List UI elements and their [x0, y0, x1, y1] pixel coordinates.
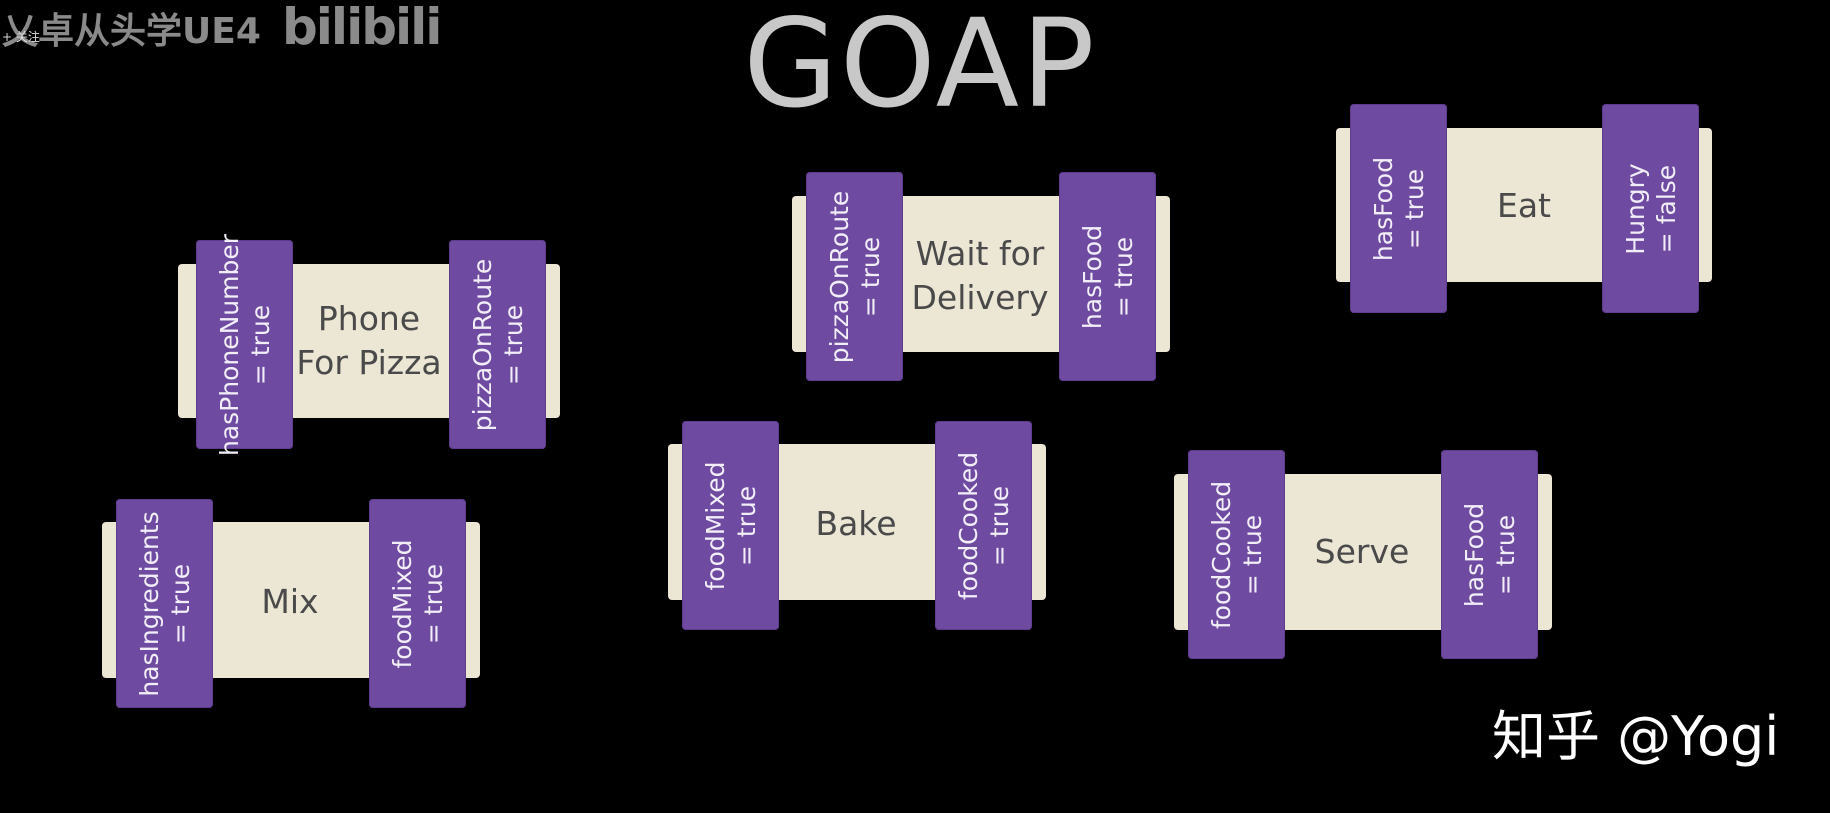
effect-text: foodCooked = true [953, 451, 1014, 600]
precondition-tag: pizzaOnRoute = true [806, 172, 903, 381]
effect-text: hasFood = true [1459, 502, 1520, 607]
action-name-mix: Mix [261, 582, 319, 621]
precondition-tag: hasPhoneNumber = true [196, 233, 293, 456]
precondition-tag: hasFood = true [1350, 104, 1447, 313]
precondition-tag: foodMixed = true [682, 421, 779, 630]
effect-tag: pizzaOnRoute = true [449, 240, 546, 449]
precondition-text: foodMixed = true [700, 460, 761, 591]
precondition-tag: foodCooked = true [1188, 450, 1285, 659]
page-title: GOAP [743, 0, 1097, 135]
effect-text: pizzaOnRoute = true [467, 258, 528, 431]
action-name-wait-for-delivery: Wait for Delivery [911, 234, 1049, 317]
precondition-text: foodCooked = true [1206, 480, 1267, 629]
follow-button[interactable]: + 关注 [2, 30, 40, 44]
action-name-bake: Bake [815, 504, 897, 543]
effect-text: hasFood = true [1077, 224, 1138, 329]
effect-tag: Hungry = false [1602, 104, 1699, 313]
precondition-tag: hasIngredients = true [116, 499, 213, 708]
channel-name: 乂卓从头学UE4 [2, 11, 261, 52]
precondition-text: hasFood = true [1368, 156, 1429, 261]
effect-tag: hasFood = true [1441, 450, 1538, 659]
zhihu-watermark: 知乎 @Yogi [1492, 705, 1780, 768]
effect-tag: foodMixed = true [369, 499, 466, 708]
action-name-phone-for-pizza: Phone For Pizza [296, 299, 442, 382]
action-name-eat: Eat [1496, 186, 1551, 225]
effect-tag: hasFood = true [1059, 172, 1156, 381]
bilibili-logo: bilibili [282, 0, 442, 56]
action-name-serve: Serve [1314, 532, 1410, 571]
effect-tag: foodCooked = true [935, 421, 1032, 630]
effect-text: Hungry = false [1620, 162, 1681, 255]
precondition-text: pizzaOnRoute = true [824, 190, 885, 363]
precondition-text: hasIngredients = true [134, 510, 195, 697]
precondition-text: hasPhoneNumber = true [214, 233, 275, 456]
effect-text: foodMixed = true [387, 538, 448, 669]
